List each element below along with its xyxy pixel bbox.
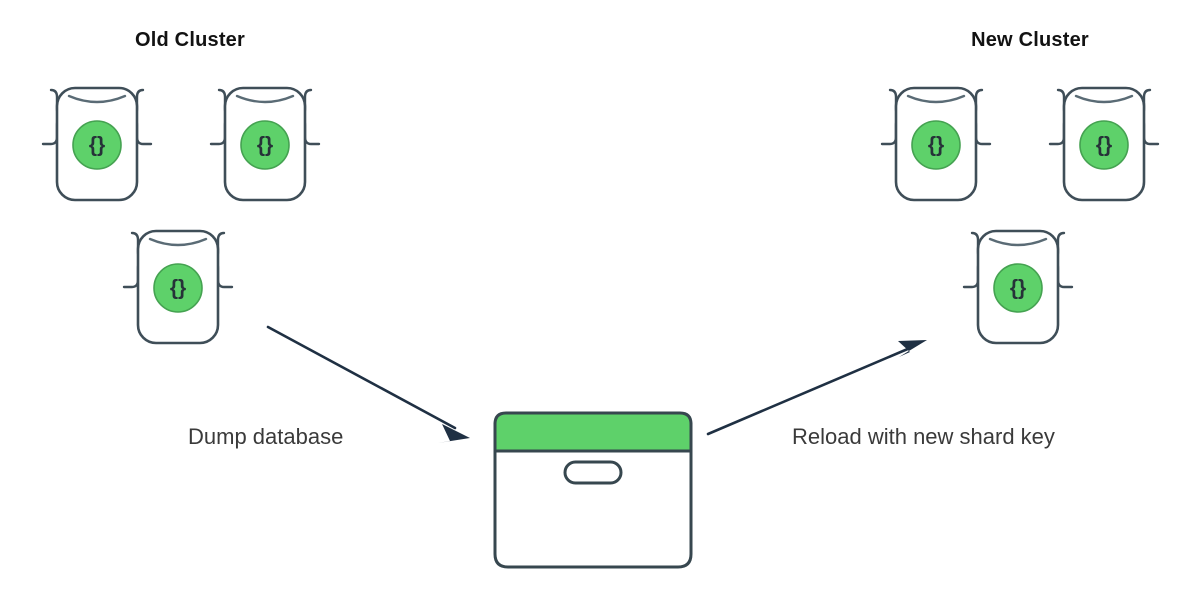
- node-badge-label: {}: [1010, 277, 1026, 300]
- cluster-node-old-2[interactable]: {}: [209, 86, 321, 202]
- dump-box-icon[interactable]: [492, 410, 694, 570]
- cluster-node-new-3[interactable]: {}: [962, 229, 1074, 345]
- cluster-node-old-1[interactable]: {}: [41, 86, 153, 202]
- cluster-node-new-2[interactable]: {}: [1048, 86, 1160, 202]
- flow-label-dump-database: Dump database: [188, 424, 344, 449]
- node-badge-label: {}: [1096, 134, 1112, 157]
- handle-slot-icon: [563, 460, 623, 485]
- node-badge-label: {}: [928, 134, 944, 157]
- arrow-reload-shard-key: [706, 340, 927, 436]
- cluster-node-old-3[interactable]: {}: [122, 229, 234, 345]
- node-badge-label: {}: [257, 134, 273, 157]
- cluster-node-new-1[interactable]: {}: [880, 86, 992, 202]
- flow-label-reload-shard-key: Reload with new shard key: [792, 424, 1055, 449]
- node-badge-label: {}: [89, 134, 105, 157]
- cluster-title-old: Old Cluster: [135, 29, 245, 51]
- node-badge-label: {}: [170, 277, 186, 300]
- cluster-title-new: New Cluster: [971, 29, 1089, 51]
